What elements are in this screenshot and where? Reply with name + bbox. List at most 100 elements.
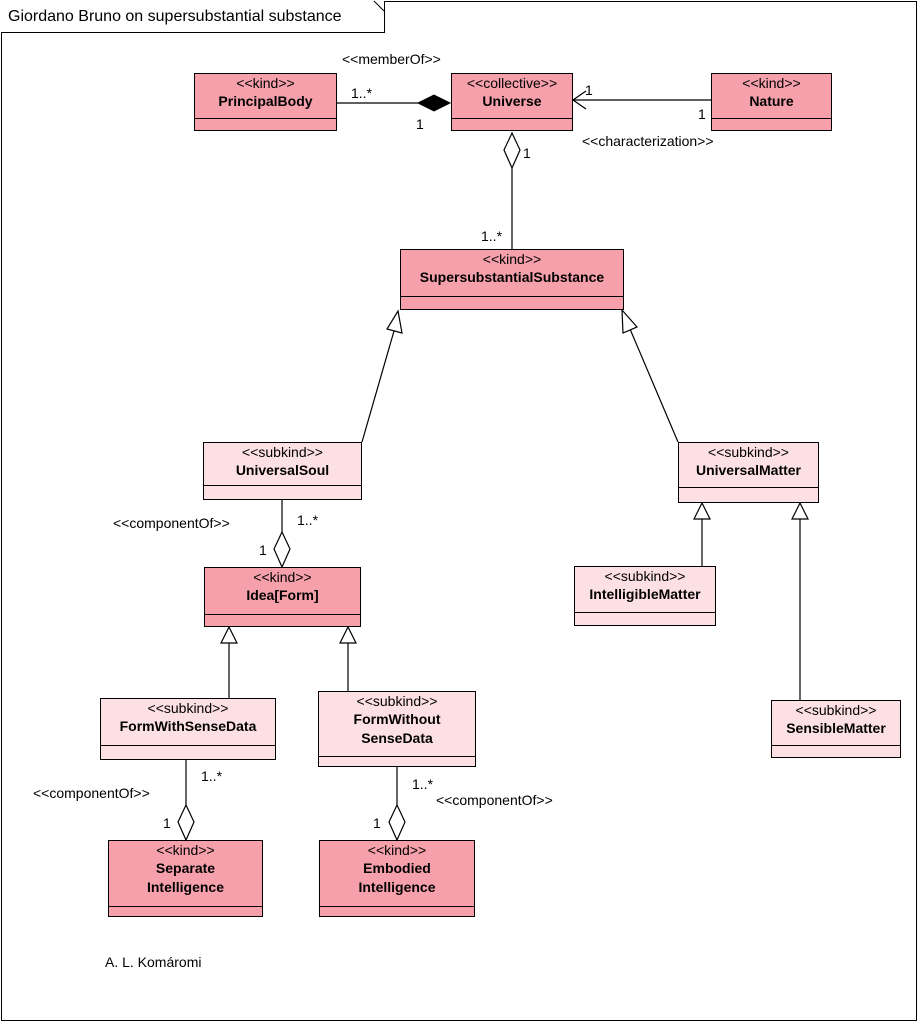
generalization-formwithout-to-idea (339, 625, 357, 691)
multiplicity: 1 (523, 145, 531, 161)
class-name: PrincipalBody (218, 93, 313, 109)
stereotype: <<subkind>> (147, 700, 229, 716)
soul-idea-aggregation (273, 500, 291, 569)
class-name: UniversalMatter (695, 462, 802, 478)
class-name-line1: Separate (155, 860, 216, 876)
class-universe[interactable]: <<collective>> Universe (451, 73, 573, 131)
stereotype: <<subkind>> (795, 702, 877, 718)
class-nature[interactable]: <<kind>> Nature (711, 73, 832, 131)
generalization-arrowhead-icon (386, 309, 403, 334)
aggregation-diamond-icon (177, 803, 195, 842)
frame-title: Giordano Bruno on supersubstantial subst… (1, 1, 385, 33)
universe-aggregation (503, 131, 521, 249)
compartment-divider (101, 745, 275, 746)
compartment-divider (712, 118, 831, 119)
multiplicity: 1 (163, 815, 171, 831)
compartment-divider (772, 745, 900, 746)
stereotype: <<kind>> (236, 75, 295, 91)
multiplicity: 1 (373, 815, 381, 831)
class-intelligiblematter[interactable]: <<subkind>> IntelligibleMatter (574, 566, 716, 626)
compartment-divider (320, 906, 474, 907)
class-name: SupersubstantialSubstance (419, 269, 605, 285)
componentof-label: <<componentOf>> (33, 785, 150, 801)
multiplicity: 1..* (297, 512, 319, 528)
compartment-divider (575, 612, 715, 613)
generalization-intelligible-to-matter (693, 501, 711, 566)
generalization-sensible-to-matter (791, 501, 809, 700)
generalization-matter-to-sss (621, 308, 679, 443)
multiplicity: 1 (698, 106, 706, 122)
characterization-association (571, 90, 711, 110)
compartment-divider (319, 756, 475, 757)
class-name-line2: SenseData (361, 730, 433, 746)
generalization-formwith-to-idea (220, 625, 238, 698)
componentof-label: <<componentOf>> (436, 792, 553, 808)
class-name: FormWithSenseData (119, 718, 257, 734)
stereotype: <<subkind>> (708, 444, 789, 460)
class-name: Nature (749, 93, 794, 109)
class-name: Idea[Form] (246, 587, 319, 603)
class-idea-form[interactable]: <<kind>> Idea[Form] (204, 567, 361, 627)
stereotype: <<kind>> (253, 569, 312, 585)
compartment-divider (401, 296, 623, 297)
stereotype: <<subkind>> (604, 568, 686, 584)
multiplicity: 1..* (481, 228, 503, 244)
class-universalsoul[interactable]: <<subkind>> UniversalSoul (203, 442, 362, 500)
formwith-separate-aggregation (177, 760, 195, 842)
generalization-arrowhead-icon (791, 501, 809, 520)
memberof-composition (337, 94, 452, 112)
generalization-soul-to-sss (361, 309, 403, 443)
aggregation-diamond-icon (503, 131, 521, 170)
stereotype: <<kind>> (482, 251, 542, 267)
stereotype: <<subkind>> (356, 693, 438, 709)
generalization-arrowhead-icon (339, 625, 357, 644)
author-label: A. L. Komáromi (105, 954, 202, 970)
compartment-divider (452, 118, 572, 119)
class-name: IntelligibleMatter (589, 586, 701, 602)
componentof-label: <<componentOf>> (113, 515, 230, 531)
formwithout-embodied-aggregation (388, 767, 406, 842)
multiplicity: 1..* (351, 85, 373, 101)
compartment-divider (205, 614, 360, 615)
aggregation-diamond-icon (388, 803, 406, 842)
class-principalbody[interactable]: <<kind>> PrincipalBody (194, 73, 337, 131)
class-sensiblematter[interactable]: <<subkind>> SensibleMatter (771, 700, 901, 758)
class-name-line1: Embodied (363, 860, 431, 876)
generalization-arrowhead-icon (621, 308, 638, 334)
stereotype: <<subkind>> (242, 444, 323, 460)
memberof-label: <<memberOf>> (342, 51, 441, 67)
compartment-divider (109, 906, 262, 907)
generalization-arrowhead-icon (220, 625, 238, 644)
multiplicity: 1 (416, 116, 424, 132)
class-supersubstantialsubstance[interactable]: <<kind>> SupersubstantialSubstance (400, 249, 624, 310)
class-name-line2: Intelligence (358, 879, 436, 895)
class-name: SensibleMatter (786, 720, 886, 736)
generalization-arrowhead-icon (693, 501, 711, 520)
multiplicity: 1 (585, 82, 593, 98)
characterization-label: <<characterization>> (582, 133, 714, 149)
stereotype: <<kind>> (367, 842, 427, 858)
compartment-divider (679, 487, 818, 488)
multiplicity: 1..* (201, 768, 223, 784)
composite-diamond-icon (416, 94, 452, 112)
aggregation-diamond-icon (273, 530, 291, 569)
class-name: UniversalSoul (235, 462, 330, 478)
class-name-line1: FormWithout (353, 711, 441, 727)
compartment-divider (204, 485, 361, 486)
class-universalmatter[interactable]: <<subkind>> UniversalMatter (678, 442, 819, 503)
class-name: Universe (482, 93, 542, 109)
stereotype: <<collective>> (466, 75, 558, 91)
multiplicity: 1 (259, 542, 267, 558)
class-name-line2: Intelligence (146, 879, 225, 895)
stereotype: <<kind>> (742, 75, 801, 91)
class-formwithsensedata[interactable]: <<subkind>> FormWithSenseData (100, 698, 276, 760)
compartment-divider (195, 118, 336, 119)
open-arrowhead-icon (571, 90, 587, 110)
multiplicity: 1..* (412, 776, 434, 792)
